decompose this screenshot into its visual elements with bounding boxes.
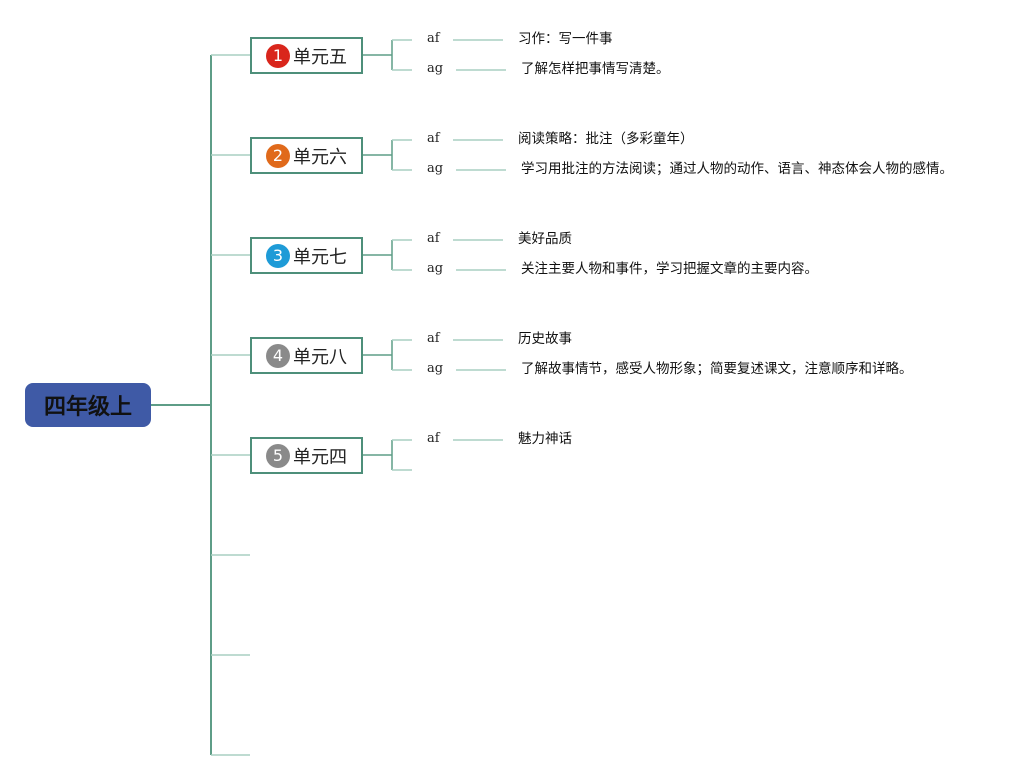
child-text[interactable]: 学习用批注的方法阅读；通过人物的动作、语言、神态体会人物的感情。 [521,161,953,177]
number-badge-icon: 3 [266,243,290,268]
unit-label: 单元五 [293,46,347,68]
child-text[interactable]: 了解怎样把事情写清楚。 [521,61,670,77]
number-badge-icon: 2 [266,143,290,168]
root-label: 四年级上 [43,395,132,420]
child-text[interactable]: 历史故事 [518,331,572,347]
number-badge-icon: 5 [266,443,290,468]
unit-label: 单元四 [293,446,347,468]
unit-label: 单元六 [293,146,347,168]
child-text[interactable]: 关注主要人物和事件，学习把握文章的主要内容。 [521,261,818,277]
child-tag: af [427,331,440,346]
child-tag: ag [427,361,444,376]
root-node[interactable]: 四年级上 [25,383,151,427]
child-text[interactable]: 习作：写一件事 [518,31,613,47]
child-text[interactable]: 美好品质 [518,231,572,247]
number-badge-icon: 1 [266,43,290,68]
child-tag: af [427,431,440,446]
unit-label: 单元七 [293,246,347,268]
child-text[interactable]: 阅读策略：批注（多彩童年） [518,131,694,147]
child-tag: af [427,31,440,46]
unit-label: 单元八 [293,346,347,368]
child-tag: af [427,131,440,146]
child-text[interactable]: 了解故事情节，感受人物形象；简要复述课文，注意顺序和详略。 [521,361,913,377]
number-badge-icon: 4 [266,343,290,368]
child-tag: ag [427,261,444,276]
child-tag: af [427,231,440,246]
child-tag: ag [427,161,444,176]
child-text[interactable]: 魅力神话 [518,431,572,447]
child-tag: ag [427,61,444,76]
